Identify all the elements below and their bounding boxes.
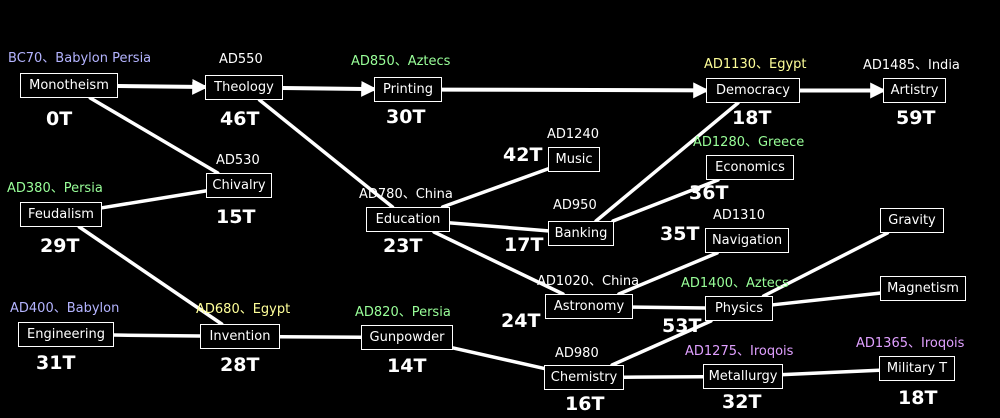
- turns-label-engineering: 31T: [36, 352, 76, 374]
- era-label-chemistry: AD980: [555, 346, 599, 361]
- edge-astronomy-to-physics: [631, 305, 707, 310]
- era-label-metallurgy: AD1275、Iroqois: [685, 344, 794, 359]
- tech-node-democracy: Democracy: [706, 78, 800, 103]
- tech-node-education: Education: [366, 207, 450, 232]
- tech-node-economics: Economics: [706, 155, 794, 180]
- turns-label-navigation: 35T: [660, 223, 700, 245]
- era-label-invention: AD680、Egypt: [196, 302, 291, 317]
- era-label-navigation: AD1310: [713, 208, 765, 223]
- turns-label-economics: 36T: [689, 182, 729, 204]
- turns-label-education: 23T: [383, 235, 423, 257]
- turns-label-military: 18T: [898, 387, 938, 409]
- tech-node-banking: Banking: [548, 221, 614, 246]
- turns-label-chemistry: 16T: [565, 393, 605, 415]
- tech-node-printing: Printing: [374, 77, 442, 102]
- tech-node-magnetism: Magnetism: [880, 276, 966, 301]
- era-label-theology: AD550: [219, 52, 263, 67]
- era-label-artistry: AD1485、India: [863, 58, 960, 73]
- tech-node-artistry: Artistry: [883, 78, 946, 103]
- era-label-education: AD780、China: [359, 187, 453, 202]
- edge-feudalism-to-chivalry: [100, 189, 208, 210]
- turns-label-monotheism: 0T: [46, 108, 73, 130]
- edge-astronomy-to-navigation: [617, 251, 719, 296]
- tech-node-astronomy: Astronomy: [545, 294, 633, 319]
- turns-label-theology: 46T: [220, 108, 260, 130]
- era-label-feudalism: AD380、Persia: [7, 181, 103, 196]
- edge-monotheism-to-theology: [116, 78, 209, 95]
- edge-theology-to-printing: [281, 80, 378, 97]
- edge-theology-to-education: [257, 98, 395, 209]
- tech-node-chemistry: Chemistry: [544, 365, 624, 390]
- tech-node-navigation: Navigation: [705, 228, 789, 253]
- tech-node-military: Military T: [879, 356, 955, 381]
- tech-node-metallurgy: Metallurgy: [703, 364, 783, 389]
- tech-node-feudalism: Feudalism: [20, 202, 102, 227]
- turns-label-printing: 30T: [386, 106, 426, 128]
- edge-physics-to-magnetism: [771, 291, 882, 307]
- tech-node-physics: Physics: [705, 296, 773, 321]
- tech-node-theology: Theology: [205, 75, 283, 100]
- era-label-music: AD1240: [547, 127, 599, 142]
- edge-chemistry-to-physics: [610, 319, 713, 367]
- turns-label-invention: 28T: [220, 354, 260, 376]
- tech-node-music: Music: [548, 147, 600, 172]
- edge-banking-to-economics: [611, 178, 720, 223]
- turns-label-physics: 53T: [662, 315, 702, 337]
- edge-engineering-to-invention: [112, 333, 202, 338]
- tech-node-engineering: Engineering: [18, 322, 114, 347]
- era-label-gunpowder: AD820、Persia: [355, 305, 451, 320]
- tech-node-gravity: Gravity: [880, 208, 944, 233]
- edge-gunpowder-to-chemistry: [451, 346, 546, 371]
- turns-label-astronomy: 24T: [501, 310, 541, 332]
- turns-label-banking: 17T: [504, 234, 544, 256]
- era-label-banking: AD950: [553, 198, 597, 213]
- tech-node-chivalry: Chivalry: [206, 173, 272, 198]
- edge-metallurgy-to-military: [781, 368, 881, 377]
- tech-node-gunpowder: Gunpowder: [361, 325, 453, 350]
- era-label-printing: AD850、Aztecs: [351, 54, 451, 69]
- turns-label-democracy: 18T: [732, 107, 772, 129]
- turns-label-artistry: 59T: [896, 107, 936, 129]
- edge-monotheism-to-chivalry: [88, 96, 220, 175]
- turns-label-feudalism: 29T: [40, 235, 80, 257]
- era-label-astronomy: AD1020、China: [537, 274, 640, 289]
- edge-physics-to-gravity: [761, 231, 890, 298]
- era-label-chivalry: AD530: [216, 153, 260, 168]
- turns-label-gunpowder: 14T: [387, 355, 427, 377]
- turns-label-chivalry: 15T: [216, 206, 256, 228]
- turns-label-music: 42T: [503, 144, 543, 166]
- era-label-economics: AD1280、Greece: [693, 135, 805, 150]
- era-label-engineering: AD400、Babylon: [10, 301, 120, 316]
- tech-node-invention: Invention: [200, 324, 280, 349]
- edge-education-to-banking: [448, 221, 550, 233]
- era-label-physics: AD1400、Aztecs: [681, 276, 789, 291]
- edge-printing-to-democracy: [440, 82, 710, 99]
- edge-feudalism-to-invention: [77, 225, 224, 326]
- edge-banking-to-democracy: [594, 101, 740, 223]
- tech-node-monotheism: Monotheism: [20, 73, 118, 98]
- edge-education-to-music: [440, 167, 550, 209]
- era-label-military: AD1365、Iroqois: [856, 336, 965, 351]
- era-label-democracy: AD1130、Egypt: [704, 57, 807, 72]
- turns-label-metallurgy: 32T: [722, 391, 762, 413]
- era-label-monotheism: BC70、Babylon Persia: [8, 51, 152, 66]
- edge-education-to-astronomy: [432, 230, 565, 296]
